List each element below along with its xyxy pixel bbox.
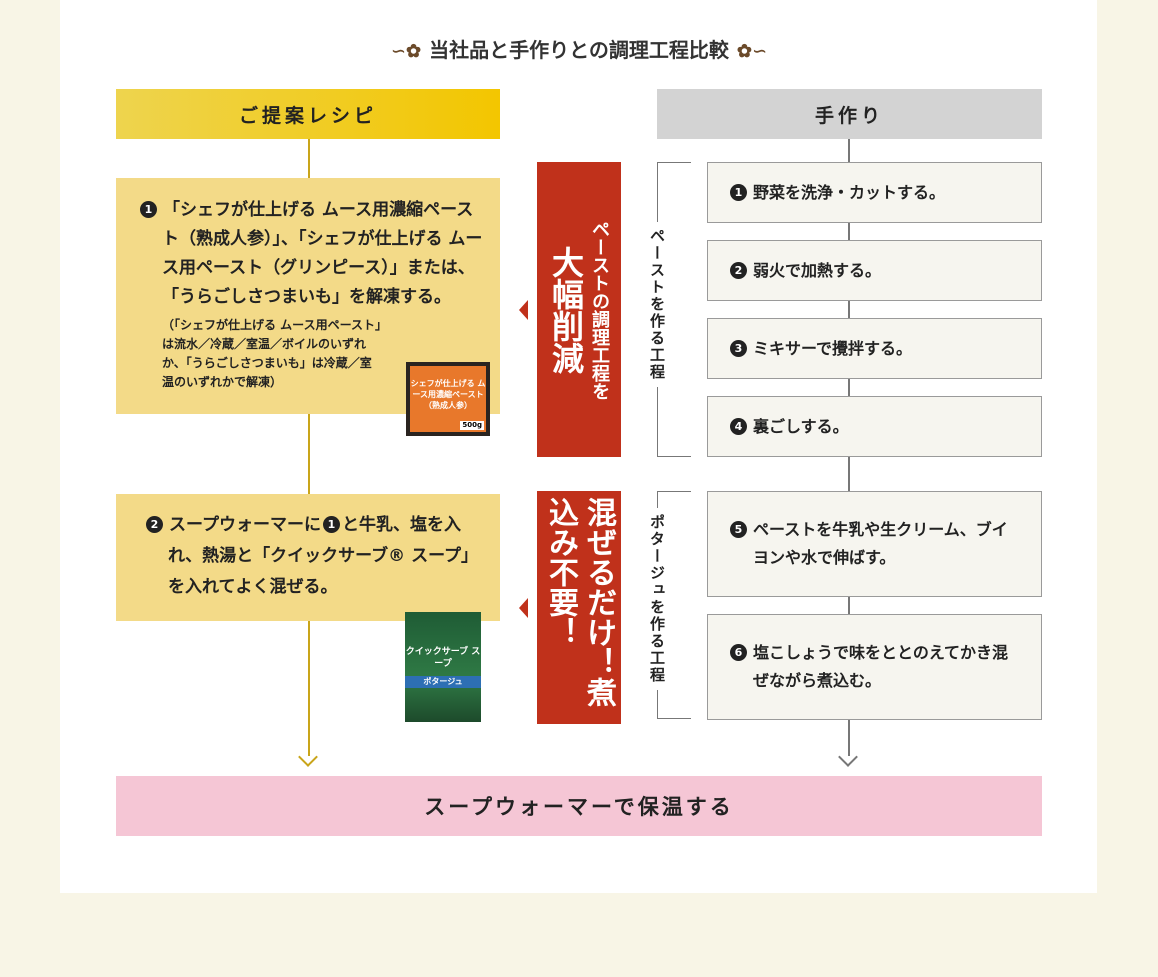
step-text-2: と牛乳、塩を入れ、熱湯と「クイックサーブ® スープ」を入れてよく混ぜる。 (168, 515, 479, 597)
step-text: 弱火で加熱する。 (753, 260, 882, 280)
step-number: 5 (730, 521, 747, 538)
banner-subtext: ペーストの調理工程を (589, 219, 610, 400)
step-text: ミキサーで攪拌する。 (753, 338, 913, 358)
handmade-step-6: 6 塩こしょうで味をととのえてかき混ぜながら煮込む。 (707, 614, 1042, 720)
keep-warm-step: スープウォーマーで保温する (116, 776, 1042, 836)
proposal-flow-line (308, 139, 310, 756)
step-number: 6 (730, 644, 747, 661)
step-text: ペーストを牛乳や生クリーム、ブイヨンや水で伸ばす。 (753, 520, 1008, 567)
step-ref: 1 (322, 516, 340, 533)
ornament-left-icon: ∽✿ (390, 41, 422, 62)
step-number: 2 (730, 262, 747, 279)
step-number: 3 (730, 340, 747, 357)
handmade-step-3: 3 ミキサーで攪拌する。 (707, 318, 1042, 379)
group-label-paste: ペーストを作る工程 (647, 222, 668, 387)
ornament-right-icon: ✿∽ (736, 41, 768, 62)
product-label: シェフが仕上げる ムース用濃縮ペースト（熟成人参） (410, 379, 486, 410)
handmade-header: 手作り (657, 89, 1042, 139)
step-text: 塩こしょうで味をととのえてかき混ぜながら煮込む。 (753, 643, 1009, 690)
step-text: 「シェフが仕上げる ムース用濃縮ペースト（熟成人参）」、「シェフが仕上げる ムー… (162, 200, 483, 307)
banner-mix-only: 混ぜるだけ！煮込み不要！ (519, 491, 621, 724)
product-image-paste: シェフが仕上げる ムース用濃縮ペースト（熟成人参） 500g (406, 362, 490, 436)
product-image-soup: クイックサーブ スープポタージュ (405, 612, 481, 722)
step-number: 2 (146, 516, 163, 533)
proposal-header: ご提案レシピ (116, 89, 500, 139)
step-text: スープウォーマーに (169, 515, 321, 535)
title-text: 当社品と手作りとの調理工程比較 (429, 38, 729, 62)
banner-maintext: 大幅削減 (547, 245, 585, 374)
step-number: 4 (730, 418, 747, 435)
handmade-step-2: 2 弱火で加熱する。 (707, 240, 1042, 301)
group-label-potage: ポタージュを作る工程 (647, 508, 668, 690)
product-flavor: ポタージュ (405, 676, 481, 688)
step-number: 1 (730, 184, 747, 201)
step-number: 1 (140, 201, 157, 218)
handmade-step-5: 5 ペーストを牛乳や生クリーム、ブイヨンや水で伸ばす。 (707, 491, 1042, 597)
step-note: （「シェフが仕上げる ムース用ペースト」は流水／冷蔵／室温／ボイルのいずれか、「… (162, 318, 381, 389)
handmade-step-4: 4 裏ごしする。 (707, 396, 1042, 457)
banner-reduction: ペーストの調理工程を 大幅削減 (519, 162, 621, 457)
handmade-step-1: 1 野菜を洗浄・カットする。 (707, 162, 1042, 223)
step-text: 裏ごしする。 (753, 416, 849, 436)
step-text: 野菜を洗浄・カットする。 (753, 182, 946, 202)
page-title: ∽✿ 当社品と手作りとの調理工程比較 ✿∽ (0, 34, 1158, 63)
product-weight: 500g (460, 421, 484, 430)
product-label: クイックサーブ スープ (405, 647, 481, 669)
